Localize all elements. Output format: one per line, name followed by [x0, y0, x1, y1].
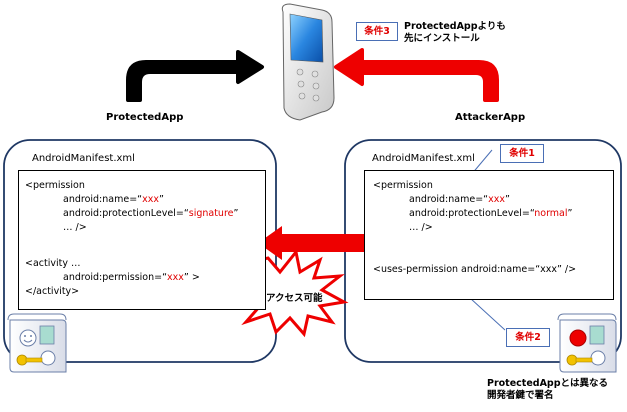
attacker-app-label: AttackerApp — [455, 112, 526, 123]
condition-3-badge: 条件3 — [356, 22, 398, 41]
attacker-perm-close: … /> — [409, 222, 433, 233]
smartphone-icon — [281, 3, 335, 121]
perm-name-value: xxx — [142, 194, 159, 205]
attacker-perm-name-suffix: ” — [504, 194, 510, 205]
perm-close: … /> — [63, 222, 87, 233]
attacker-perm-level-suffix: ” — [567, 208, 573, 219]
install-arrow-black — [126, 50, 264, 102]
activity-perm-suffix: ” > — [183, 272, 200, 283]
attacker-perm-level-prefix: android:protectionLevel=“ — [409, 208, 535, 219]
attacker-perm-level-line: android:protectionLevel=“normal” — [409, 207, 572, 220]
protected-manifest-title: AndroidManifest.xml — [32, 153, 135, 164]
certificate-smiley-icon — [7, 313, 67, 373]
condition-3-note: ProtectedAppよりも 先にインストール — [404, 21, 506, 45]
uses-permission-line: <uses-permission android:name=“xxx” /> — [373, 264, 577, 275]
certificate-red-seal-icon — [557, 313, 617, 373]
attacker-manifest-title: AndroidManifest.xml — [372, 153, 475, 164]
perm-open: <permission — [25, 180, 85, 191]
activity-perm-prefix: android:permission=“ — [63, 272, 168, 283]
activity-close: </activity> — [25, 286, 80, 297]
perm-level-suffix: ” — [233, 208, 239, 219]
perm-level-value: signature — [188, 208, 234, 219]
protected-manifest-code: <permission android:name=“xxx” android:p… — [18, 170, 266, 310]
condition-1-badge: 条件1 — [500, 144, 544, 163]
attacker-perm-open: <permission — [373, 180, 433, 191]
perm-name-prefix: android:name=“ — [63, 194, 143, 205]
attacker-perm-name-line: android:name=“xxx” — [409, 193, 510, 206]
activity-perm-value: xxx — [167, 272, 184, 283]
condition-3-note-line1: ProtectedAppよりも — [404, 21, 506, 32]
condition-2-note-line1: ProtectedAppとは異なる — [487, 378, 609, 389]
condition-3-note-line2: 先にインストール — [404, 33, 480, 44]
attacker-perm-name-prefix: android:name=“ — [409, 194, 489, 205]
perm-level-prefix: android:protectionLevel=“ — [63, 208, 189, 219]
perm-name-line: android:name=“xxx” — [63, 193, 164, 206]
install-arrow-red — [334, 48, 499, 102]
perm-level-line: android:protectionLevel=“signature” — [63, 207, 238, 220]
attacker-manifest-code: <permission android:name=“xxx” android:p… — [364, 170, 614, 300]
attacker-perm-level-value: normal — [534, 208, 568, 219]
condition-2-note: ProtectedAppとは異なる 開発者鍵で署名 — [487, 378, 608, 402]
access-arrow-red — [258, 226, 366, 260]
attacker-perm-name-value: xxx — [488, 194, 505, 205]
cond2-callout-line — [469, 297, 506, 331]
activity-open: <activity … — [25, 258, 81, 269]
activity-perm-line: android:permission=“xxx” > — [63, 271, 200, 284]
condition-2-note-line2: 開発者鍵で署名 — [487, 390, 554, 401]
condition-2-badge: 条件2 — [506, 328, 550, 347]
perm-name-suffix: ” — [158, 194, 164, 205]
protected-app-label: ProtectedApp — [106, 112, 184, 123]
access-possible-label: アクセス可能 — [266, 293, 323, 304]
